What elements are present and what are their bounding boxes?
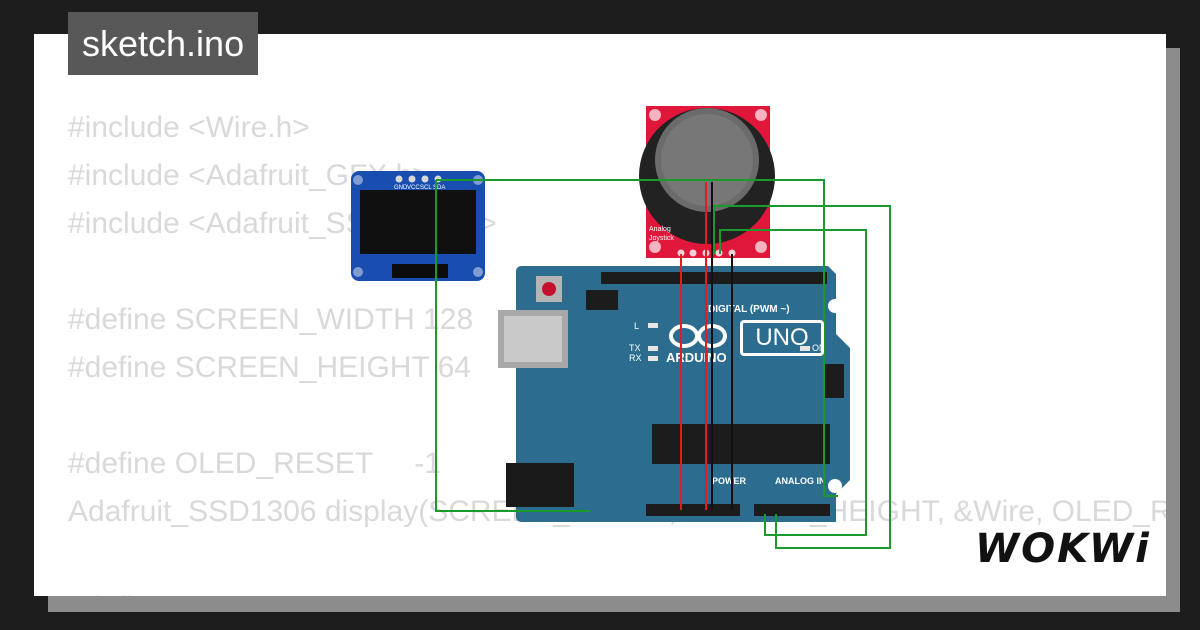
analog-joystick[interactable]: Analog Joystick <box>639 106 775 258</box>
wire-joy-vert <box>719 229 867 536</box>
led-label-l: L <box>634 321 639 331</box>
code-line: #include <Wire.h> <box>68 111 310 144</box>
joystick-label: Joystick <box>649 235 674 242</box>
power-header-label: POWER <box>712 476 747 486</box>
analog-header-label: ANALOG IN <box>775 476 826 486</box>
led-label-tx: TX <box>629 343 641 353</box>
wire-oled-gnd <box>435 180 590 512</box>
arduino-uno-board[interactable]: L TX RX ON DIGITAL (PWM ~) ARDUINO ANALO… <box>498 266 850 522</box>
oled-pin-label: GND <box>394 185 408 191</box>
wire-oled-sda <box>436 179 838 497</box>
led-label-rx: RX <box>629 353 642 363</box>
oled-pin-label: VCC <box>407 185 420 191</box>
file-title-tab[interactable]: sketch.ino <box>68 12 259 75</box>
oled-pin-label: SDA <box>433 185 445 191</box>
on-label: ON <box>812 343 826 353</box>
brand-label: ARDUINO <box>666 350 727 365</box>
code-line: #define SCREEN_WIDTH 128 <box>68 303 474 336</box>
joystick-label: Analog <box>649 226 671 233</box>
oled-pin-label: SCL <box>420 185 432 191</box>
code-line: #define SCREEN_HEIGHT 64 <box>68 351 471 384</box>
uno-label: UNO <box>740 320 824 356</box>
digital-header-label: DIGITAL (PWM ~) <box>708 304 790 315</box>
wire-joy-horz <box>713 205 891 549</box>
oled-display[interactable]: GND VCC SCL SDA <box>351 171 485 281</box>
wokwi-logo: WOKWi <box>975 526 1151 572</box>
wires <box>435 179 891 549</box>
code-line: #define PLAYER_WIDTH 10 <box>68 584 1166 596</box>
